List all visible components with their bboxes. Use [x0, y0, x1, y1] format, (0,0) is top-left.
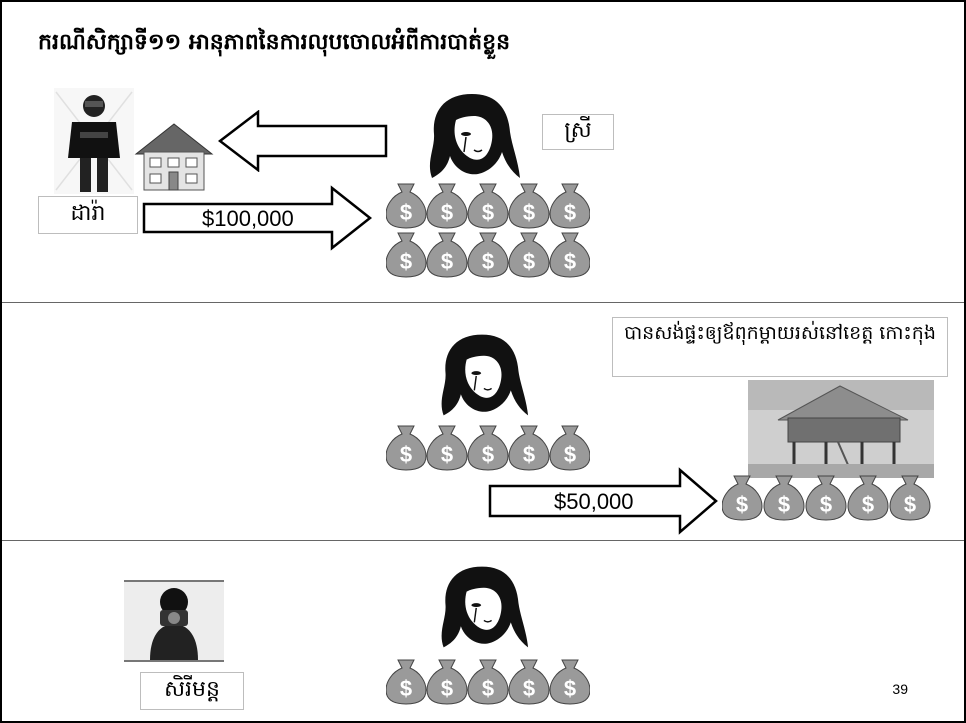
crying-woman-icon — [441, 566, 529, 648]
house-note: បានសង់ផ្ទះឲ្យឪពុកម្ដាយរស់នៅខេត្ត កោះកុង — [612, 317, 948, 377]
panel-divider-2 — [2, 540, 964, 541]
panel-divider-1 — [2, 302, 964, 303]
photographer-name-label: សិរីមន្ត — [140, 672, 244, 710]
left-arrow — [218, 110, 388, 172]
man-name-label: ដារ៉ា — [38, 196, 138, 234]
woman-name-label: ស្រី — [542, 114, 614, 150]
photographer-icon — [124, 580, 224, 662]
house-icon — [134, 123, 214, 191]
crying-woman-icon — [441, 334, 529, 416]
slide-title: ករណីសិក្សាទី១១ អានុភាពនៃការលុបចោលអំពីការ… — [38, 30, 511, 55]
money-bags-5 — [386, 425, 590, 471]
payment-arrow-50000: $50,000 — [488, 467, 718, 535]
money-bags-5-remaining — [386, 659, 590, 705]
page-number: 39 — [892, 681, 908, 697]
man-standing-icon — [54, 88, 134, 194]
stilt-house-icon — [748, 380, 934, 478]
money-bags-10: $ — [386, 183, 590, 278]
payment-arrow-100000: $100,000 — [142, 185, 373, 251]
crying-woman-icon — [429, 94, 520, 178]
payment-amount-100000: $100,000 — [202, 206, 294, 231]
money-bags-5-received — [722, 475, 931, 521]
payment-amount-50000: $50,000 — [554, 489, 634, 514]
